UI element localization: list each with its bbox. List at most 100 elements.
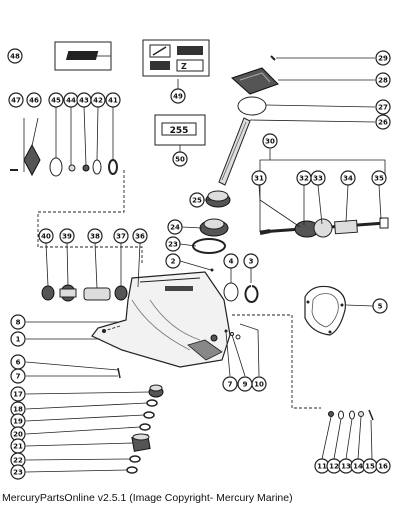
callout-35: 34 bbox=[340, 170, 356, 186]
callout-label: 21 bbox=[13, 443, 23, 451]
callout-label: 37 bbox=[116, 233, 126, 241]
callout-label: 27 bbox=[378, 104, 388, 112]
decal-51: 255 bbox=[154, 114, 206, 146]
callout-label: 19 bbox=[13, 418, 23, 426]
bearing-21 bbox=[131, 433, 151, 452]
callout-48: 47 bbox=[8, 92, 24, 108]
callout-8: 8 bbox=[10, 314, 26, 330]
callout-label: 45 bbox=[51, 97, 61, 105]
callout-label: 24 bbox=[170, 224, 180, 232]
anode-29 bbox=[231, 67, 279, 95]
callout-1: 1 bbox=[10, 331, 26, 347]
callout-label: 38 bbox=[90, 233, 100, 241]
callout-label: 18 bbox=[13, 406, 23, 414]
callout-3: 3 bbox=[243, 253, 259, 269]
callout-31: 30 bbox=[262, 133, 278, 149]
callout-15: 15 bbox=[362, 458, 378, 474]
callout-45: 44 bbox=[63, 92, 79, 108]
callout-label: 43 bbox=[79, 97, 89, 105]
ring-22 bbox=[129, 455, 141, 463]
callout-29: 28 bbox=[375, 72, 391, 88]
callout-label: 44 bbox=[66, 97, 76, 105]
callout-42: 41 bbox=[105, 92, 121, 108]
callout-6: 6 bbox=[10, 354, 26, 370]
callout-label: 33 bbox=[313, 175, 323, 183]
callout-30: 29 bbox=[375, 50, 391, 66]
callout-label: 49 bbox=[173, 93, 183, 101]
callout-5: 5 bbox=[372, 298, 388, 314]
callout-label: 31 bbox=[254, 175, 264, 183]
callout-41: 40 bbox=[38, 228, 54, 244]
bearing-17 bbox=[148, 384, 164, 398]
callout-34: 33 bbox=[310, 170, 326, 186]
nut-10 bbox=[235, 334, 241, 340]
callout-label: 17 bbox=[13, 391, 23, 399]
callout-40: 39 bbox=[59, 228, 75, 244]
callout-label: 36 bbox=[135, 233, 145, 241]
callout-4: 4 bbox=[223, 253, 239, 269]
gear-housing-1 bbox=[91, 271, 231, 368]
callout-2: 2 bbox=[165, 253, 181, 269]
callout-label: 15 bbox=[365, 463, 375, 471]
callout-7-right: 7 bbox=[222, 376, 238, 392]
callout-label: 5 bbox=[378, 303, 383, 311]
callout-label: 50 bbox=[175, 156, 185, 164]
gear-40 bbox=[59, 284, 77, 302]
callout-label: 8 bbox=[16, 319, 21, 327]
spring-39 bbox=[83, 287, 111, 301]
pin-2 bbox=[210, 268, 214, 272]
callout-28: 27 bbox=[375, 99, 391, 115]
propshaft-assembly-31 bbox=[259, 217, 389, 238]
ring-45 bbox=[68, 164, 76, 172]
callout-label: 7 bbox=[228, 381, 233, 389]
callout-label: 46 bbox=[29, 97, 39, 105]
ring-15 bbox=[358, 411, 364, 417]
callout-label: 42 bbox=[93, 97, 103, 105]
callout-32: 31 bbox=[251, 170, 267, 186]
ring-19 bbox=[143, 411, 155, 419]
svg-text:Z: Z bbox=[181, 62, 187, 71]
callout-label: 2 bbox=[171, 258, 176, 266]
ring-12 bbox=[328, 411, 334, 417]
callout-label: 35 bbox=[374, 175, 384, 183]
callout-label: 16 bbox=[378, 463, 388, 471]
callout-label: 25 bbox=[192, 197, 202, 205]
ring-46 bbox=[49, 157, 63, 177]
callout-label: 30 bbox=[265, 138, 275, 146]
oring-24 bbox=[192, 238, 226, 254]
leader-lines bbox=[23, 55, 386, 473]
callout-label: 40 bbox=[41, 233, 51, 241]
ring-13 bbox=[338, 410, 344, 420]
callout-50: 49 bbox=[170, 88, 186, 104]
callout-label: 48 bbox=[10, 53, 20, 61]
ring-18 bbox=[146, 399, 158, 407]
ring-42 bbox=[108, 159, 118, 175]
callout-13: 13 bbox=[338, 458, 354, 474]
callout-label: 4 bbox=[229, 258, 234, 266]
callout-label: 28 bbox=[378, 77, 388, 85]
callout-44: 43 bbox=[76, 92, 92, 108]
callout-label: 6 bbox=[16, 359, 21, 367]
callout-label: 13 bbox=[341, 463, 351, 471]
ring-43 bbox=[92, 159, 102, 175]
callout-36: 35 bbox=[371, 170, 387, 186]
callout-label: 1 bbox=[16, 336, 21, 344]
bearing-25 bbox=[199, 218, 229, 237]
callout-24: 23 bbox=[165, 236, 181, 252]
callout-10: 10 bbox=[251, 376, 267, 392]
callout-12: 12 bbox=[326, 458, 342, 474]
callout-label: 32 bbox=[299, 175, 309, 183]
callout-label: 20 bbox=[13, 431, 23, 439]
ring-44 bbox=[82, 164, 90, 172]
callout-label: 39 bbox=[62, 233, 72, 241]
callout-label: 11 bbox=[317, 463, 327, 471]
callout-39: 38 bbox=[87, 228, 103, 244]
callout-label: 3 bbox=[249, 258, 254, 266]
callout-38: 37 bbox=[113, 228, 129, 244]
ring-4 bbox=[223, 282, 239, 302]
callout-37: 36 bbox=[132, 228, 148, 244]
callout-46: 45 bbox=[48, 92, 64, 108]
callout-21: 21 bbox=[10, 438, 26, 454]
gear-41 bbox=[41, 285, 55, 301]
